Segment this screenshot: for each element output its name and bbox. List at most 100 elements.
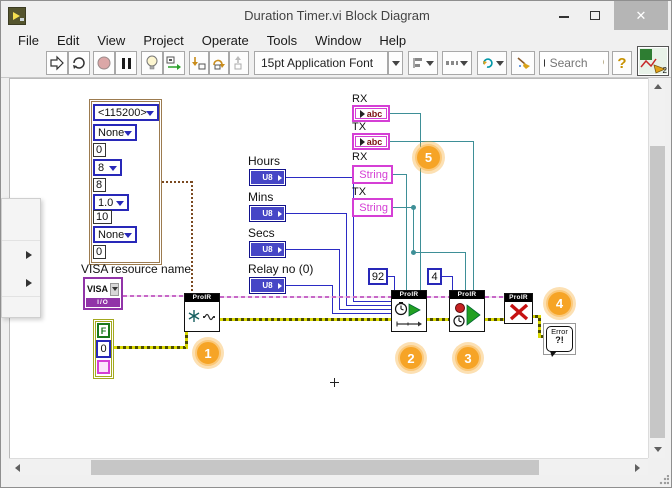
rx-string-reference[interactable]: String [352,165,393,184]
menu-window[interactable]: Window [315,32,362,48]
scroll-right-icon[interactable] [635,464,640,472]
run-continuous-button[interactable] [68,51,90,75]
rx-ref-label: RX [352,151,368,163]
annotation-badge-1: 1 [195,340,221,366]
proir-stop-timer-node[interactable]: ProIR [449,290,485,332]
numeric-wire [387,276,395,277]
menu-project[interactable]: Project [143,32,184,48]
menu-tools[interactable]: Tools [266,32,298,48]
cluster-wire [191,181,193,294]
reference-wire [390,141,474,142]
secs-terminal[interactable]: U8 [249,241,286,258]
source-string-constant[interactable] [97,360,110,374]
font-selector[interactable]: 15pt Application Font [254,51,388,75]
serial-config-cluster-frame[interactable] [89,99,162,265]
minimize-button[interactable] [549,1,579,30]
menu-file[interactable]: File [18,32,39,48]
numeric-constant[interactable]: 10 [93,210,112,224]
highlight-execution-button[interactable] [141,51,163,75]
wire-junction [411,205,416,210]
numeric-wire [332,285,333,314]
step-over-button[interactable] [209,51,229,75]
reference-wire [413,252,466,253]
step-into-button[interactable] [189,51,209,75]
menu-help[interactable]: Help [379,32,407,48]
run-button[interactable] [46,51,68,75]
distribute-objects-button[interactable] [442,51,472,75]
menu-view[interactable]: View [97,32,126,48]
reference-wire [393,207,414,208]
visa-resource-terminal[interactable]: VISA I/O [83,277,123,310]
tx-string-indicator[interactable]: abc [352,133,390,150]
scroll-left-icon[interactable] [15,464,20,472]
align-objects-button[interactable] [408,51,438,75]
relay-constant[interactable]: 4 [427,268,442,285]
horizontal-scroll-thumb[interactable] [91,460,539,475]
rx-label: RX [352,93,368,105]
vertical-scroll-thumb[interactable] [650,146,665,438]
baud-rate-ring-constant[interactable]: <115200> [93,104,159,121]
data-bits-ring-constant[interactable]: 8 [93,159,122,176]
maximize-button[interactable] [581,1,611,30]
code-numeric-constant[interactable]: 0 [96,340,111,358]
vi-icon-badge: 2 [662,66,667,75]
numeric-wire [346,213,347,306]
visa-wire [123,295,184,297]
visa-dropdown-icon [110,282,119,296]
stop-bits-ring-constant[interactable]: 1.0 [93,194,129,211]
scroll-down-icon[interactable] [654,447,662,452]
scroll-up-icon[interactable] [654,84,662,89]
retain-wire-values-button[interactable] [163,51,185,75]
proir-start-timer-node[interactable]: ProIR [391,290,427,332]
step-out-button[interactable] [229,51,249,75]
tx-ref-label: TX [352,186,367,198]
reference-wire [473,141,474,290]
mins-terminal[interactable]: U8 [249,205,286,222]
font-selector-dropdown[interactable] [388,51,403,75]
resize-objects-button[interactable] [477,51,507,75]
visa-wire [485,296,504,298]
horizontal-scrollbar[interactable] [9,458,648,475]
abort-icon [97,56,111,70]
proir-close-node[interactable]: ProIR [504,293,533,324]
vertical-scrollbar[interactable] [648,78,665,458]
search-input[interactable] [547,55,600,71]
expand-arrow-icon[interactable] [26,251,32,259]
chevron-down-icon [426,60,434,66]
vi-icon[interactable]: 2 [637,46,669,76]
timeout-constant[interactable]: 92 [368,268,388,285]
error-wire [538,315,541,337]
visa-wire [220,296,391,298]
rx-string-indicator[interactable]: abc [352,105,390,122]
numeric-wire [353,301,391,302]
resize-grip[interactable] [659,475,669,485]
reference-wire [413,207,414,253]
menu-edit[interactable]: Edit [56,32,80,48]
tx-string-reference[interactable]: String [352,198,393,217]
numeric-constant[interactable]: 0 [93,143,106,157]
status-boolean-constant[interactable]: F [97,323,110,338]
reference-wire [390,113,421,114]
numeric-constant[interactable]: 8 [93,178,106,192]
close-button[interactable]: ✕ [614,1,668,30]
cleanup-diagram-button[interactable] [511,51,535,75]
abort-button[interactable] [93,51,115,75]
visa-io-tag: I/O [86,298,120,307]
numeric-constant[interactable]: 0 [93,245,106,259]
proir-configure-node[interactable]: ProIR [184,293,220,332]
menu-operate[interactable]: Operate [201,32,249,48]
simple-error-handler-node[interactable]: Error ?! [543,323,576,357]
parity-ring-constant[interactable]: None [93,124,137,141]
pause-button[interactable] [115,51,137,75]
help-button[interactable]: ? [612,51,632,75]
block-diagram-canvas[interactable] [9,78,648,458]
numeric-wire [286,285,333,286]
hours-terminal[interactable]: U8 [249,169,286,186]
hours-label: Hours [248,154,281,168]
visa-resource-label: VISA resource name [81,262,192,276]
expand-arrow-icon[interactable] [26,279,32,287]
step-into-icon [192,57,206,70]
relay-no-terminal[interactable]: U8 [249,277,286,294]
flow-control-ring-constant[interactable]: None [93,226,137,243]
